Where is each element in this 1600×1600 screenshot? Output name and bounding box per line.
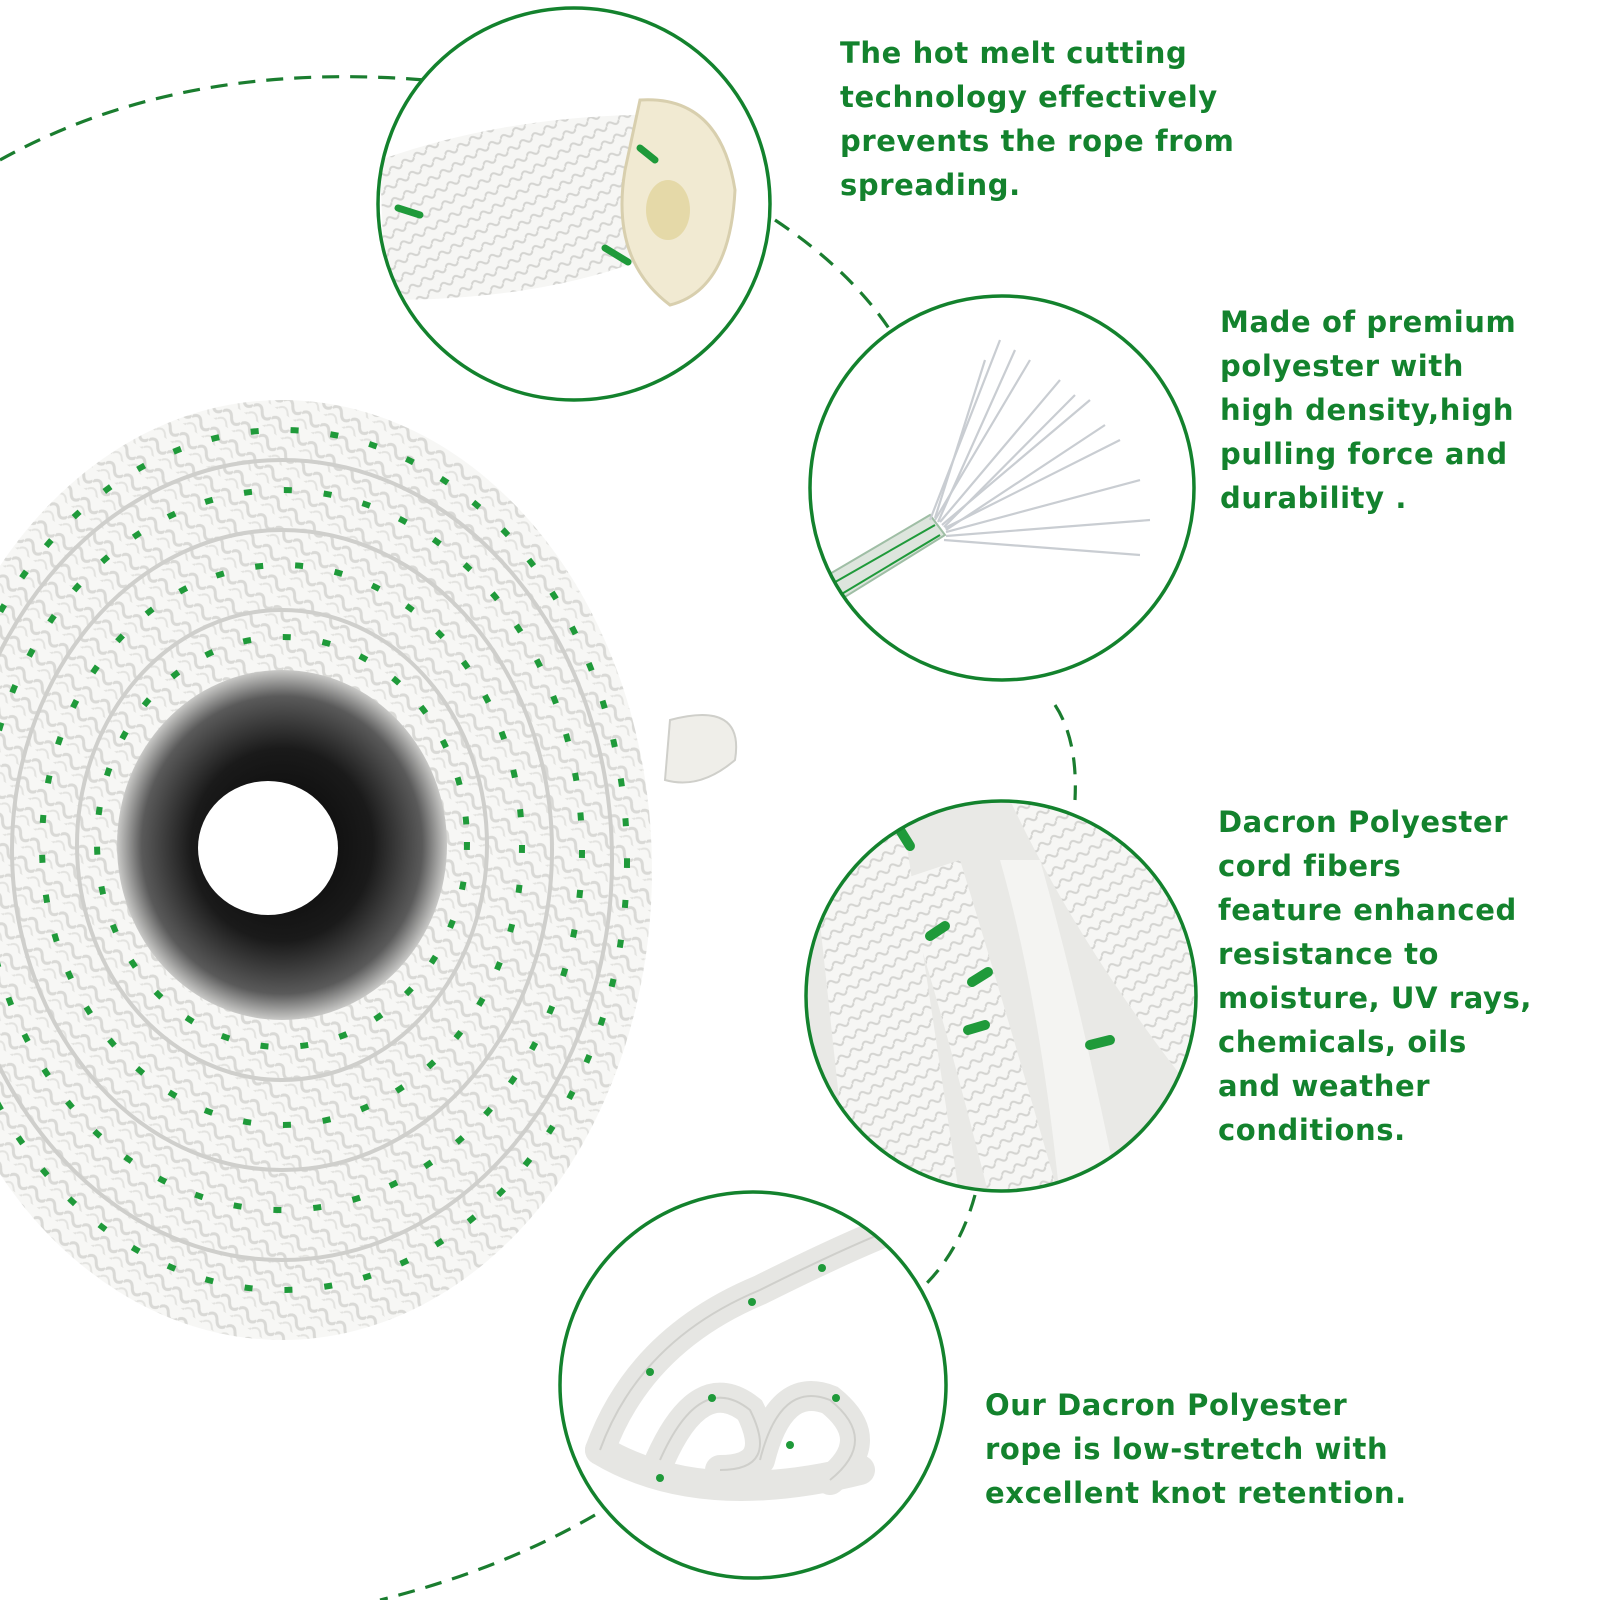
hot-melt-closeup-photo — [376, 6, 772, 402]
dashed-connector-arc — [0, 75, 1077, 1600]
feature-caption-premium-polyester: Made of premium polyester with high dens… — [1220, 305, 1517, 515]
feature-caption-low-stretch: Our Dacron Polyester rope is low-stretch… — [985, 1388, 1407, 1510]
braided-cord-closeup-photo — [804, 799, 1198, 1193]
rope-knot-photo — [558, 1190, 948, 1580]
feature-caption-hot-melt: The hot melt cutting technology effectiv… — [840, 36, 1235, 202]
polyester-fibers-photo — [808, 294, 1196, 682]
rope-coil-photo — [0, 400, 738, 1340]
feature-caption-resistance: Dacron Polyester cord fibers feature enh… — [1218, 805, 1532, 1147]
